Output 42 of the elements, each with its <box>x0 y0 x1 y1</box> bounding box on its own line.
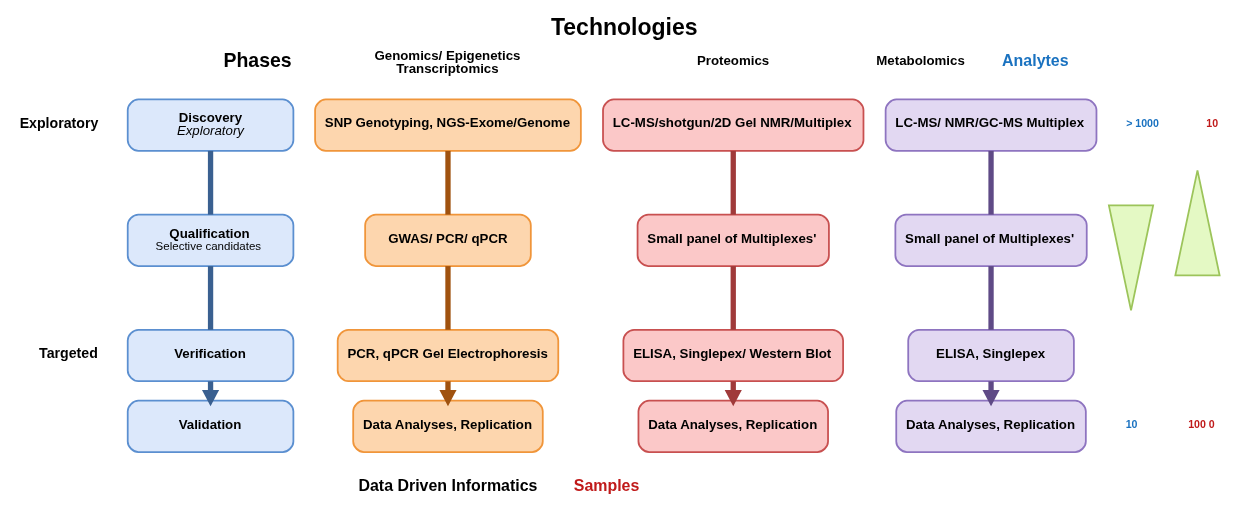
node-box: ELISA, Singlepex/ Western Blot <box>622 328 844 383</box>
label: Genomics/ Epigenetics Transcriptomics <box>374 47 521 76</box>
node-box: Verification <box>126 328 295 383</box>
node-triangle <box>1174 169 1221 277</box>
connector <box>730 266 736 330</box>
label: > 1000 <box>1126 117 1159 130</box>
label: Analytes <box>1002 52 1069 70</box>
label: 100 0 <box>1188 418 1215 431</box>
connector <box>445 150 451 215</box>
connector <box>988 266 994 330</box>
connector <box>207 150 214 215</box>
connector <box>207 266 214 330</box>
diagram-title: Technologies <box>550 13 698 40</box>
label: Exploratory <box>19 114 99 131</box>
node-box: Data Analyses, Replication <box>352 399 544 453</box>
label: Proteomics <box>696 53 770 69</box>
node-box: Data Analyses, Replication <box>895 399 1087 453</box>
node-box: Small panel of Multiplexes' <box>636 213 830 267</box>
arrow <box>439 381 457 407</box>
node-box: SNP Genotyping, NGS-Exome/Genome <box>314 98 582 152</box>
label: 10 <box>1206 117 1219 130</box>
connector <box>445 266 451 330</box>
arrow <box>982 381 1000 407</box>
label: Targeted <box>39 344 98 361</box>
node-box: Small panel of Multiplexes' <box>894 213 1088 267</box>
label: 10 <box>1125 418 1138 431</box>
label: Samples <box>573 476 640 494</box>
node-box: ELISA, Singlepex <box>907 328 1075 383</box>
caption: Data Driven Informatics <box>358 476 538 494</box>
node-box: GWAS/ PCR/ qPCR <box>364 213 532 267</box>
label: Phases <box>223 49 292 72</box>
node-box: Data Analyses, Replication <box>637 399 829 453</box>
node-box: Validation <box>126 399 295 453</box>
node-box: Discovery Exploratory <box>126 98 295 152</box>
node-box: Qualification Selective candidates <box>126 213 295 267</box>
connector <box>730 150 736 215</box>
node-box: PCR, qPCR Gel Electrophoresis <box>336 328 560 383</box>
connector <box>988 150 994 215</box>
node-box: LC-MS/ NMR/GC-MS Multiplex <box>884 98 1098 152</box>
label: Metabolomics <box>876 53 965 69</box>
node-box: LC-MS/shotgun/2D Gel NMR/Multiplex <box>602 98 865 152</box>
node-triangle <box>1107 204 1155 312</box>
